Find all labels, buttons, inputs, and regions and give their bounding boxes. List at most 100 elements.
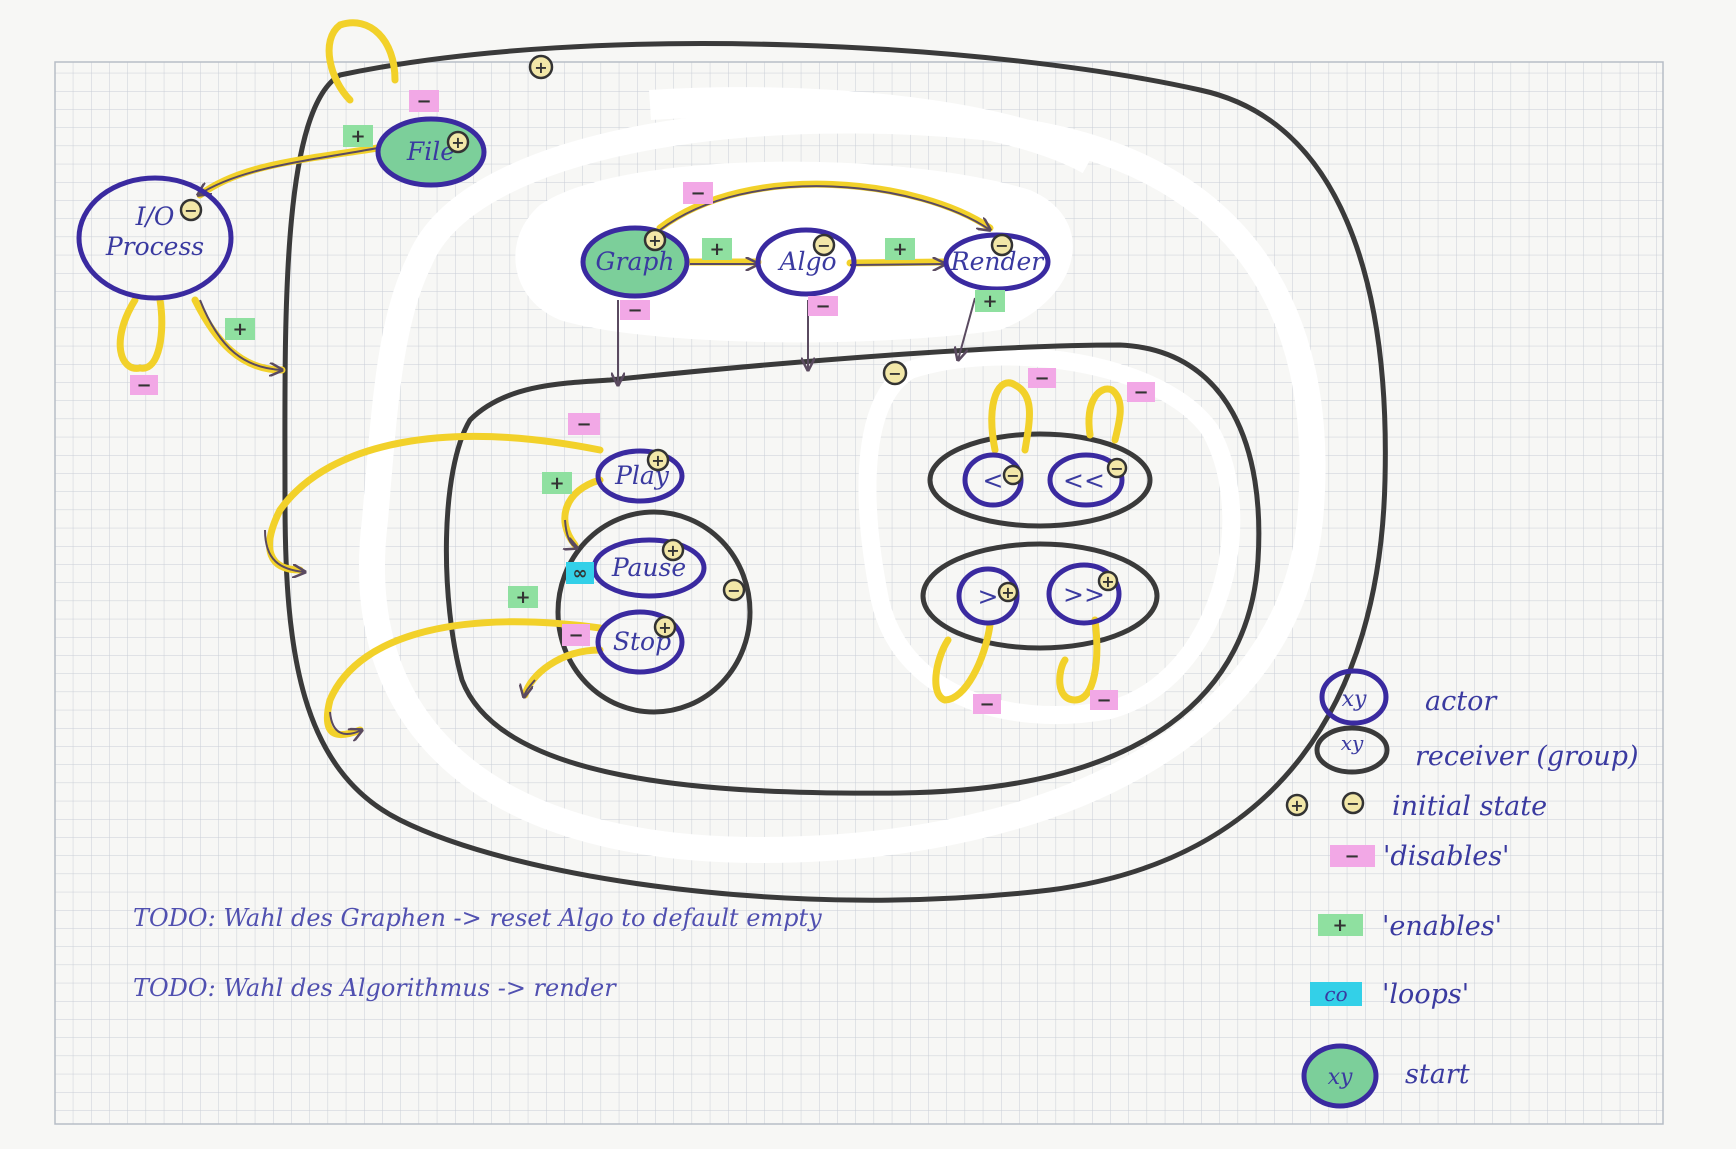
- receiver-inner-group: [443, 342, 1262, 796]
- legend-initial-enabled-sign: +: [1290, 796, 1303, 815]
- initial-disabled-io: [179, 198, 203, 222]
- sign-enables-graph-algo: +: [709, 239, 724, 260]
- mark-step-back: −: [1006, 466, 1019, 485]
- initial-state-marks: + − + − − + − + + + − − − + +: [184, 58, 1123, 637]
- receiver-back-group: [927, 431, 1153, 529]
- initial-disabled-inner: [882, 360, 908, 386]
- sign-disables-step-forward: −: [979, 694, 994, 715]
- sign-enables-io: +: [232, 319, 247, 340]
- disables-label-io: [130, 375, 158, 395]
- sign-enables-stop: +: [515, 587, 530, 608]
- enables-label-graph-algo: [702, 238, 732, 260]
- receiver-forward-group: [920, 541, 1160, 651]
- arrow-head-stop-to-inner: [524, 679, 536, 697]
- transition-label-signs: − + + − − + + − − + − + ∞ + − − − − −: [136, 91, 1148, 715]
- mark-skip-back: −: [1110, 459, 1123, 478]
- sign-disables-play: −: [576, 414, 591, 435]
- sign-disables-file: −: [416, 91, 431, 112]
- initial-disabled-skip-back: [1106, 457, 1128, 479]
- legend-loops-label: 'loops': [1382, 979, 1469, 1010]
- legend-enables-swatch: [1318, 914, 1363, 936]
- transition-label-boxes: [130, 90, 1155, 714]
- mark-outer: +: [534, 58, 547, 77]
- initial-disabled-render: [990, 233, 1014, 257]
- node-label-skip-back: <<: [1063, 466, 1105, 495]
- legend-loops-sample: co: [1324, 982, 1347, 1006]
- initial-enabled-play: [646, 448, 670, 472]
- disables-label-step-forward: [973, 694, 1001, 714]
- initial-disabled-algo: [812, 233, 836, 257]
- mark-step-forward: +: [1001, 583, 1014, 602]
- arrow-head-play-to-pause: [565, 519, 577, 548]
- sign-disables-io: −: [136, 375, 151, 396]
- legend-initial-disabled-sign: −: [1346, 794, 1359, 813]
- receiver-pause-stop-group: [555, 509, 753, 715]
- arrow-head-io-to-outer: [199, 299, 282, 370]
- arrow-stop-to-outer: [323, 618, 604, 739]
- arrow-head-algo-to-render: [849, 264, 945, 265]
- erased-region-right: [858, 347, 1241, 725]
- receiver-outer-group: [282, 41, 1388, 903]
- legend-receiver-label: receiver (group): [1415, 741, 1639, 772]
- initial-disabled-pause-stop: [722, 578, 746, 602]
- arrow-head-stop-to-outer: [329, 711, 362, 734]
- sign-disables-graph-render: −: [690, 183, 705, 204]
- enables-label-algo-render: [885, 238, 915, 260]
- legend-receiver-symbol: [1314, 725, 1390, 775]
- transition-arrowheads: [198, 147, 990, 734]
- legend-enables-sign: +: [1332, 915, 1347, 936]
- sign-disables-skip-forward: −: [1096, 690, 1111, 711]
- disables-label-algo: [808, 296, 838, 316]
- enables-label-stop: [508, 586, 538, 608]
- legend-initial-state-label: initial state: [1392, 791, 1547, 822]
- erased-region-top-band: [649, 87, 1098, 174]
- loops-label-pause: [566, 562, 594, 584]
- mark-pause-stop: −: [727, 581, 740, 600]
- enables-label-file: [343, 125, 373, 147]
- actor-skip-forward: >>: [1046, 562, 1122, 626]
- legend: xy actor xy receiver (group) + − initial…: [1285, 668, 1639, 1109]
- initial-disabled-step-back: [1002, 464, 1024, 486]
- disables-label-step-back: [1028, 368, 1056, 388]
- todo-note-2: TODO: Wahl des Algorithmus -> render: [133, 974, 617, 1002]
- initial-enabled-file: [446, 130, 470, 154]
- actor-skip-back: <<: [1047, 452, 1125, 508]
- disables-label-skip-forward: [1090, 690, 1118, 710]
- sign-disables-graph: −: [627, 300, 642, 321]
- sign-disables-algo: −: [815, 296, 830, 317]
- enables-label-render: [975, 290, 1005, 312]
- node-label-skip-forward: >>: [1063, 580, 1105, 609]
- disables-label-file: [409, 90, 439, 112]
- arrow-graph-to-render: [656, 180, 994, 232]
- initial-state-markers: [179, 54, 1128, 639]
- legend-enables-label: 'enables': [1382, 911, 1502, 942]
- arrow-step-back-loop: [988, 379, 1033, 454]
- initial-enabled-step-forward: [997, 581, 1019, 603]
- arrow-skip-forward-loop: [1056, 616, 1101, 704]
- legend-start-sample: xy: [1328, 1065, 1353, 1090]
- actor-graph-start: Graph: [580, 225, 690, 299]
- disables-label-graph-render: [683, 182, 713, 204]
- sign-disables-stop: −: [568, 625, 583, 646]
- arrow-skip-back-loop: [1085, 385, 1124, 444]
- sign-loops-pause: ∞: [573, 563, 588, 584]
- enables-label-play: [542, 472, 572, 494]
- legend-receiver-sample: xy: [1341, 731, 1364, 755]
- legend-initial-disabled-symbol: [1341, 791, 1365, 815]
- legend-actor-sample: xy: [1342, 687, 1367, 712]
- disables-label-graph: [620, 300, 650, 320]
- arrow-head-play-to-outer: [264, 529, 305, 572]
- todo-note-1: TODO: Wahl des Graphen -> reset Algo to …: [133, 904, 822, 932]
- legend-disables-sign: −: [1344, 846, 1359, 867]
- mark-graph: +: [648, 231, 661, 250]
- sign-enables-algo-render: +: [892, 239, 907, 260]
- initial-enabled-outer: [528, 54, 554, 80]
- mark-inner: −: [888, 364, 901, 383]
- node-label-step-forward: >: [978, 582, 999, 611]
- mark-render: −: [995, 236, 1008, 255]
- legend-start-label: start: [1405, 1059, 1470, 1090]
- arrow-step-forward-loop: [932, 621, 994, 704]
